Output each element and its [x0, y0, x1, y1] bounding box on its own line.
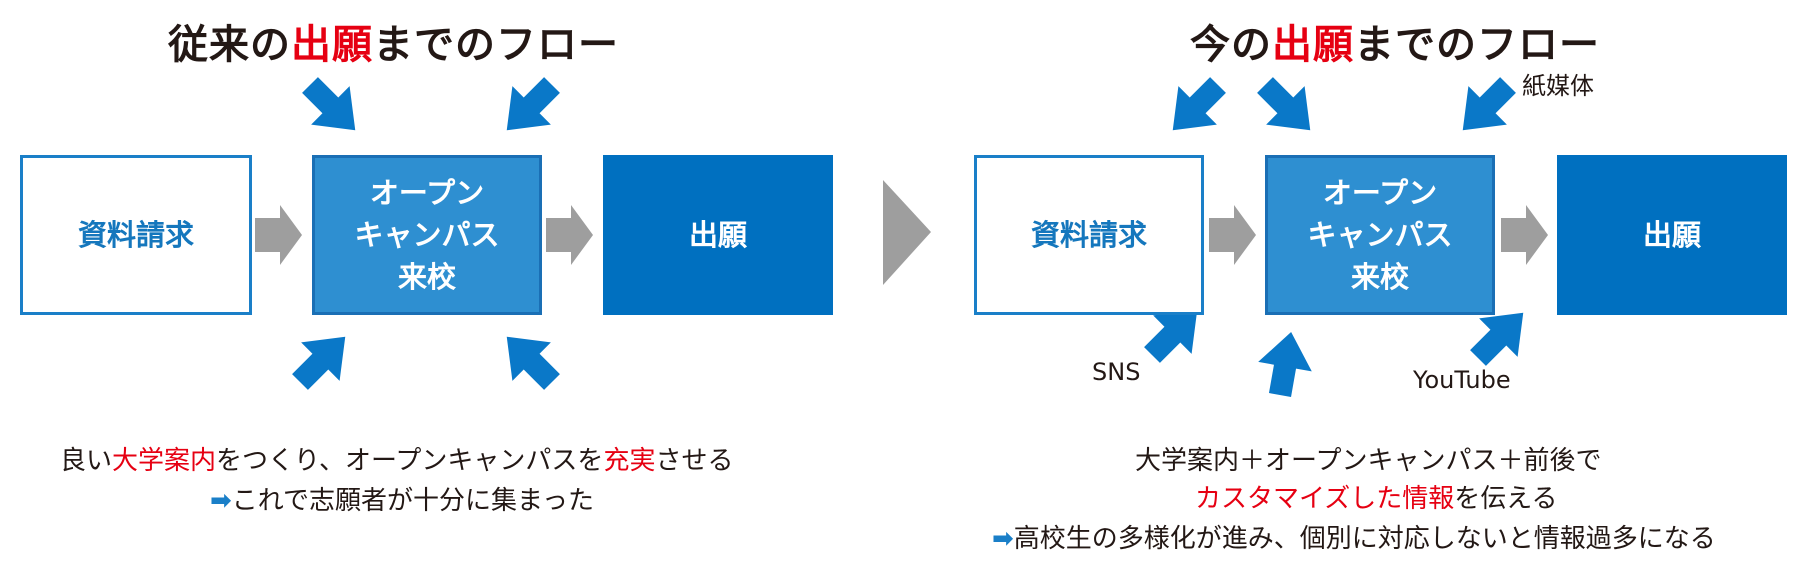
blue-arrow-icon	[1153, 65, 1238, 150]
right-box-document-request-label: 資料請求	[1030, 218, 1147, 252]
right-title-highlight: 出願	[1272, 22, 1354, 68]
right-box-application: 出願	[1557, 155, 1787, 315]
blue-arrow-icon	[1443, 65, 1528, 150]
right-title-post: までのフロー	[1354, 22, 1600, 68]
left-title-pre: 従来の	[168, 22, 291, 68]
right-box-open-campus-line1: オープン	[1322, 176, 1438, 210]
left-box-open-campus: オープン キャンパス 来校	[312, 155, 542, 315]
right-box-open-campus-line3: 来校	[1350, 260, 1409, 294]
right-caption-line3: ➡高校生の多様化が進み、個別に対応しないと情報過多になる	[992, 518, 1716, 555]
left-caption-pre: 良い	[60, 446, 113, 476]
right-arrow-icon: ➡	[210, 486, 232, 516]
gray-flow-arrow	[1501, 205, 1548, 265]
label-youtube: YouTube	[1413, 366, 1511, 394]
left-box-document-request-label: 資料請求	[77, 218, 194, 252]
left-box-application-label: 出願	[688, 218, 747, 252]
right-caption-line3-text: 高校生の多様化が進み、個別に対応しないと情報過多になる	[1013, 524, 1716, 554]
label-paper-media: 紙媒体	[1522, 72, 1594, 100]
left-box-open-campus-line1: オープン	[369, 176, 485, 210]
right-arrow-icon: ➡	[992, 524, 1014, 554]
right-caption-red: カスタマイズした情報	[1195, 484, 1455, 514]
right-caption-line2: カスタマイズした情報を伝える	[1195, 478, 1557, 515]
left-box-open-campus-line3: 来校	[397, 260, 456, 294]
gray-flow-arrow	[255, 205, 302, 265]
right-caption-line1-text: 大学案内＋オープンキャンパス＋前後で	[1135, 446, 1602, 476]
blue-arrow-icon	[1245, 65, 1330, 150]
left-caption-line2: ➡これで志願者が十分に集まった	[210, 480, 594, 517]
left-title-highlight: 出願	[291, 22, 373, 68]
blue-arrow-icon	[487, 65, 572, 150]
right-caption-line1: 大学案内＋オープンキャンパス＋前後で	[1135, 440, 1601, 477]
left-caption-mid: をつくり、オープンキャンパスを	[216, 446, 604, 476]
right-title-pre: 今の	[1190, 22, 1272, 68]
right-box-application-label: 出願	[1642, 218, 1701, 252]
left-box-open-campus-line2: キャンパス	[354, 218, 500, 252]
left-box-application: 出願	[603, 155, 833, 315]
left-box-document-request: 資料請求	[20, 155, 252, 315]
left-caption-red2: 充実	[603, 446, 656, 476]
big-gray-chevron	[883, 180, 931, 285]
blue-arrow-icon	[1253, 327, 1318, 400]
right-box-document-request: 資料請求	[974, 155, 1204, 315]
left-caption-line1: 良い大学案内をつくり、オープンキャンパスを充実させる	[60, 440, 733, 477]
left-title-post: までのフロー	[373, 22, 619, 68]
blue-arrow-icon	[487, 317, 572, 402]
gray-flow-arrow	[1209, 205, 1256, 265]
left-caption-red1: 大学案内	[112, 446, 217, 476]
left-caption-line2-text: これで志願者が十分に集まった	[231, 486, 594, 516]
right-caption-post: を伝える	[1454, 484, 1558, 514]
right-box-open-campus: オープン キャンパス 来校	[1265, 155, 1495, 315]
left-caption-post: させる	[655, 446, 734, 476]
right-box-open-campus-line2: キャンパス	[1307, 218, 1453, 252]
left-title: 従来の出願までのフロー	[168, 12, 619, 70]
gray-flow-arrow	[546, 205, 593, 265]
right-title: 今の出願までのフロー	[1190, 12, 1600, 70]
blue-arrow-icon	[290, 65, 375, 150]
blue-arrow-icon	[280, 317, 365, 402]
label-sns: SNS	[1092, 358, 1141, 386]
